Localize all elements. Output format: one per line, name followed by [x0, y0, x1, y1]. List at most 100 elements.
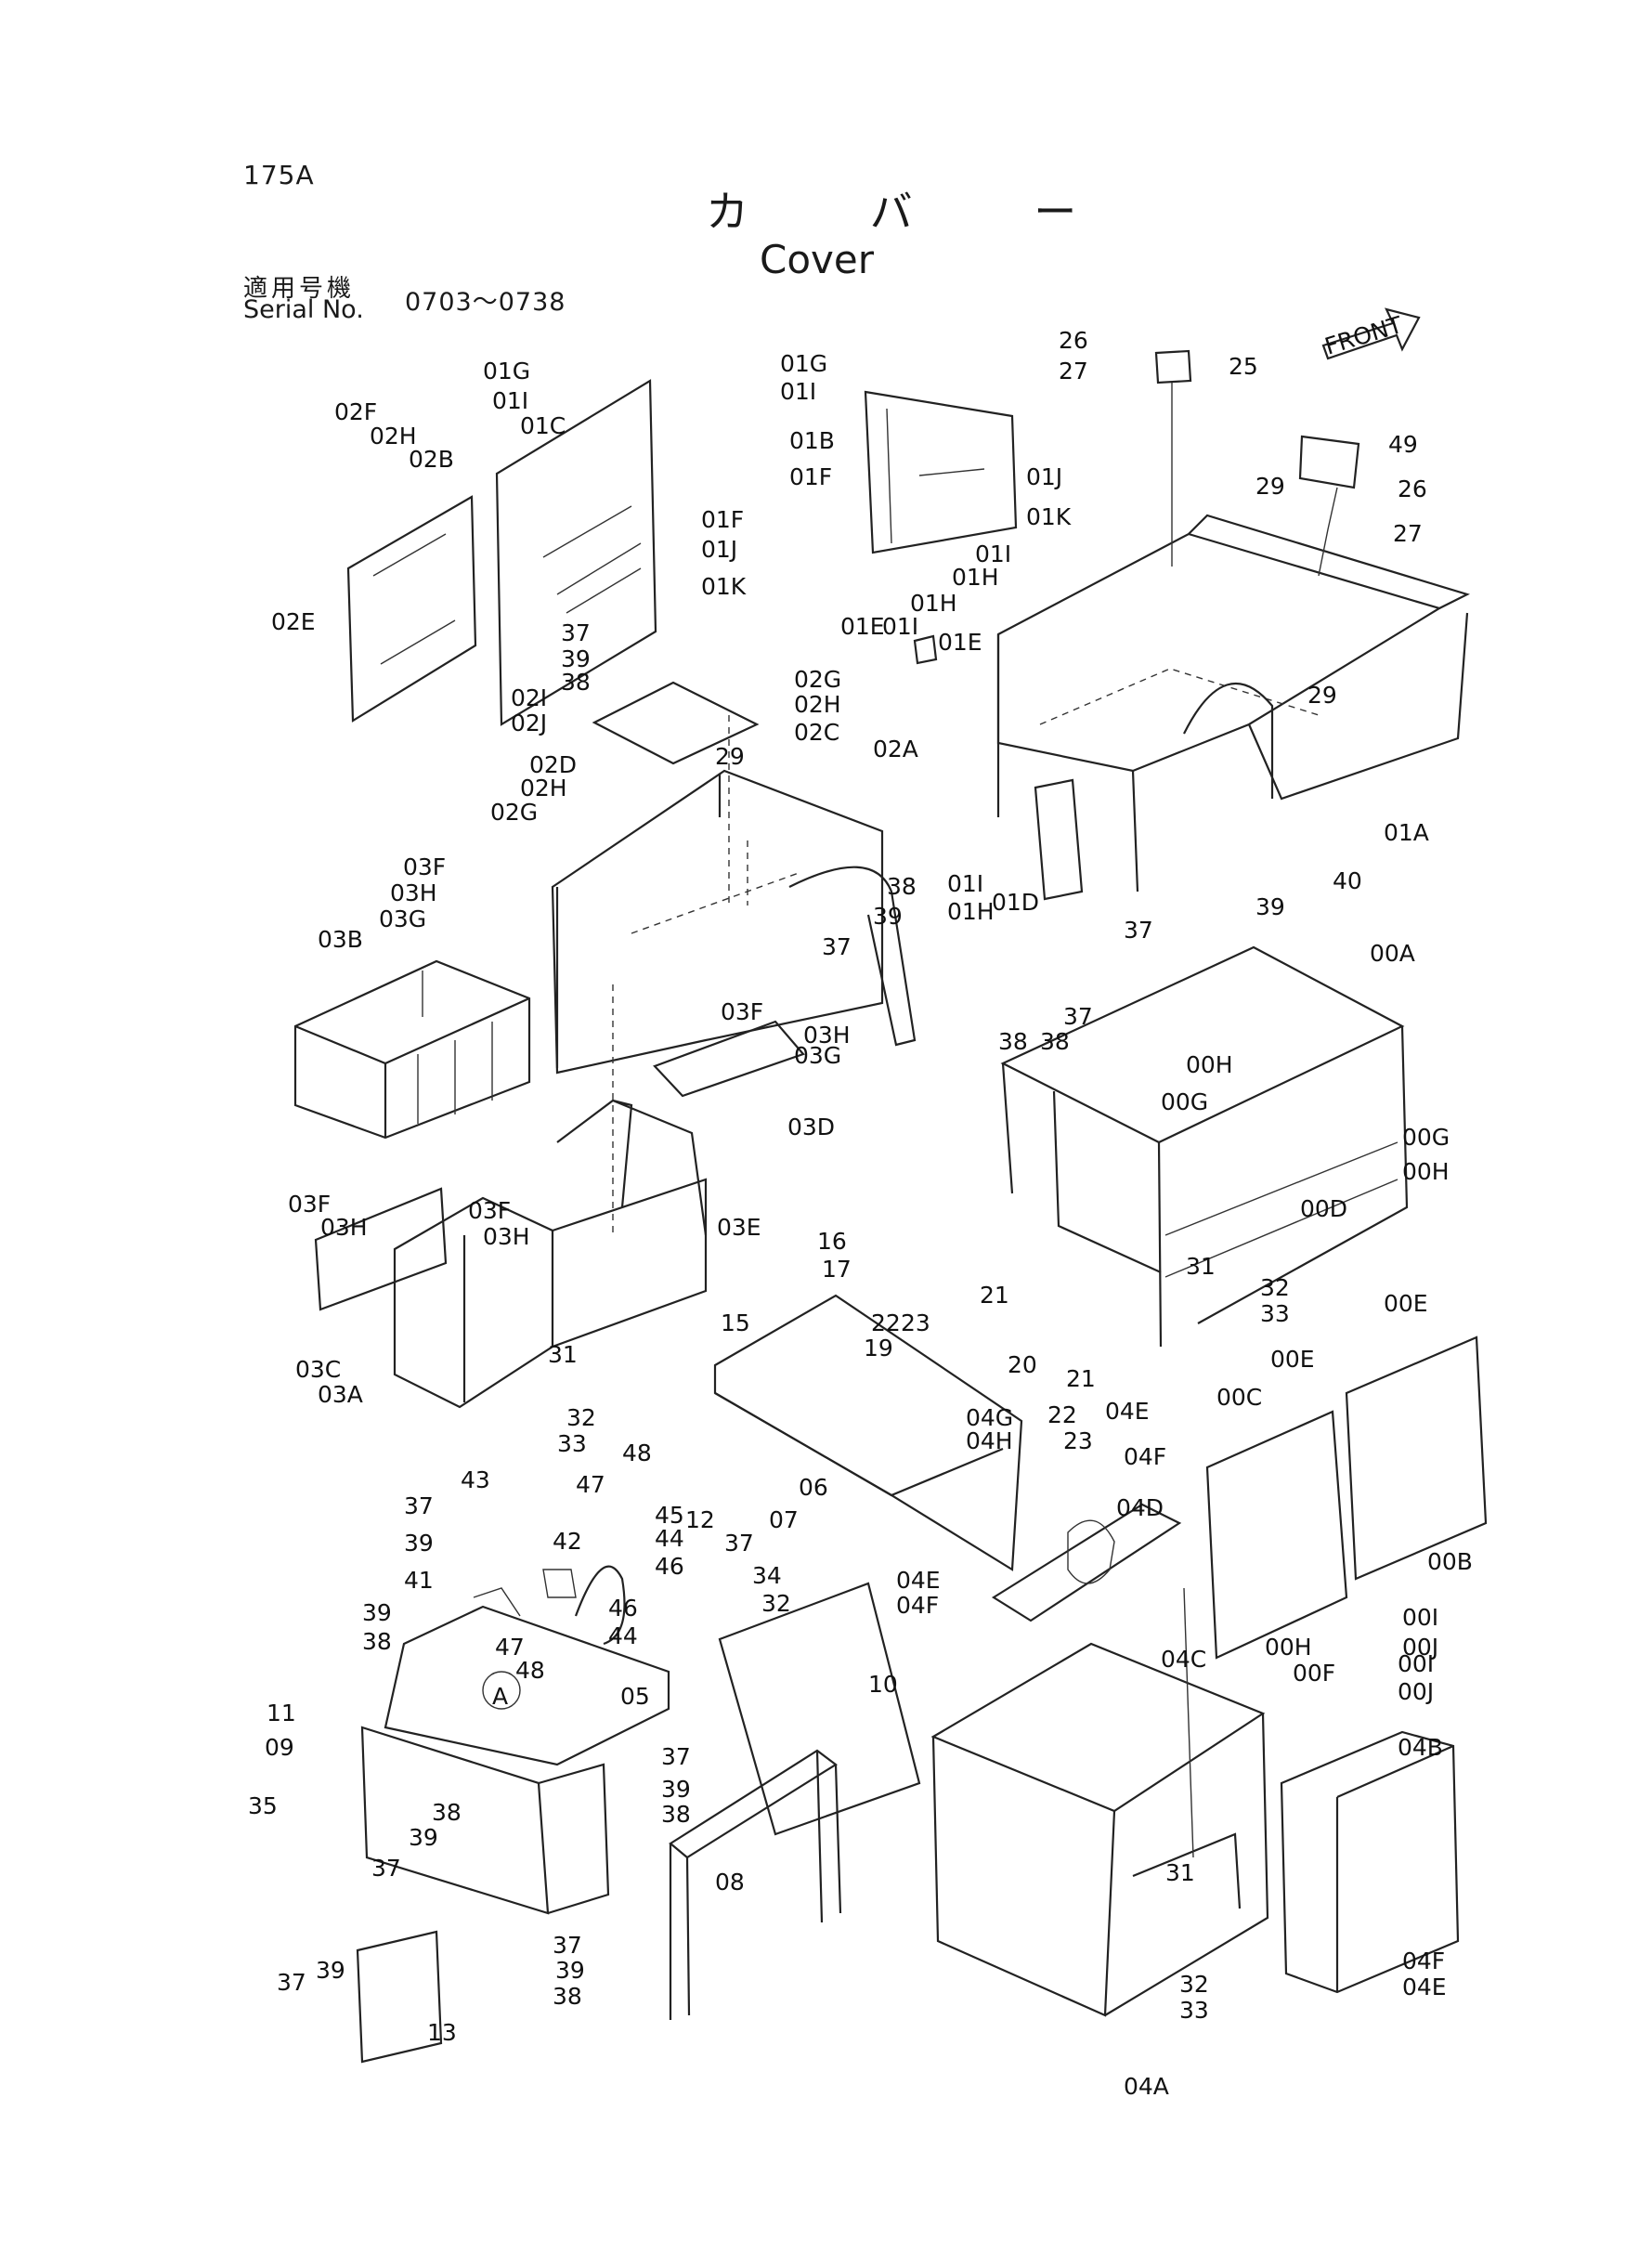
part-label-9: 02E [271, 608, 316, 635]
front-label: FRONT [1321, 311, 1406, 360]
part-label-131: 00J [1398, 1678, 1434, 1705]
part-label-62: 40 [1333, 867, 1362, 894]
title-english: Cover [760, 237, 874, 282]
part-label-155: 33 [1179, 1997, 1209, 2024]
part-label-55: 03H [803, 1022, 851, 1049]
part-label-119: 39 [362, 1599, 392, 1626]
part-label-57: 03D [787, 1114, 835, 1140]
part-label-85: 22 [871, 1309, 901, 1336]
part-label-121: 47 [495, 1634, 525, 1661]
part-outlines: FRONT [293, 307, 1488, 2064]
part-label-112: 46 [608, 1595, 638, 1622]
part-label-50: 03F [403, 853, 446, 880]
callout-a-label: A [492, 1683, 508, 1710]
part-label-109: 39 [404, 1530, 434, 1557]
part-label-59: 39 [1255, 893, 1285, 920]
part-label-56: 03G [794, 1042, 841, 1069]
part-label-52: 03G [379, 905, 426, 932]
part-label-64: 38 [998, 1028, 1028, 1055]
part-label-115: 07 [769, 1506, 799, 1533]
part-label-51: 03H [390, 879, 437, 906]
part-label-153: 13 [427, 2019, 457, 2046]
part-label-67: 00G [1402, 1124, 1450, 1151]
serial-label-english: Serial No. [243, 295, 364, 324]
part-label-34: 26 [1398, 476, 1427, 502]
part-label-107: 42 [553, 1528, 582, 1555]
part-label-157: 04E [1402, 1974, 1447, 2000]
part-label-139: 39 [661, 1776, 691, 1803]
part-label-15: 02G [794, 666, 841, 693]
part-label-21: 01F [789, 463, 832, 490]
part-label-41: 02G [490, 799, 538, 826]
part-label-105: 45 [655, 1502, 684, 1529]
part-label-53: 03B [318, 926, 363, 953]
part-label-76: 03C [295, 1356, 341, 1383]
part-label-30: 26 [1059, 327, 1088, 354]
part-label-95: 04F [1124, 1443, 1166, 1470]
part-label-134: 00F [1293, 1660, 1335, 1687]
part-label-137: 09 [265, 1734, 294, 1761]
part-label-47: 01D [992, 889, 1039, 916]
part-label-23: 01K [1026, 503, 1072, 530]
part-label-24: 01I [975, 541, 1011, 567]
part-label-129: 00J [1402, 1634, 1438, 1661]
part-label-39: 02D [529, 751, 577, 778]
part-label-25: 01H [952, 564, 999, 591]
part-label-61: 38 [1040, 1028, 1070, 1055]
part-label-88: 20 [1008, 1351, 1037, 1378]
serial-range: 0703～0738 [405, 288, 566, 317]
part-label-150: 38 [553, 1983, 582, 2010]
part-label-18: 01G [780, 350, 827, 377]
part-label-65: 00H [1186, 1051, 1233, 1078]
part-label-87: 19 [864, 1335, 893, 1362]
part-label-71: 03F [288, 1191, 331, 1218]
part-label-124: 04E [896, 1567, 941, 1594]
part-label-108: 44 [655, 1525, 684, 1552]
part-label-42: 29 [715, 743, 745, 770]
part-label-48: 01I [947, 870, 983, 897]
part-label-113: 12 [685, 1506, 715, 1533]
part-label-60: 37 [1063, 1003, 1093, 1030]
part-label-1: 01I [492, 387, 528, 414]
part-label-26: 01E [938, 629, 982, 656]
part-label-96: 04D [1116, 1494, 1164, 1521]
part-label-0: 01G [483, 358, 530, 384]
part-label-158: 04A [1124, 2073, 1169, 2100]
part-label-101: 00C [1216, 1384, 1262, 1411]
part-label-100: 00E [1270, 1346, 1315, 1373]
part-label-35: 27 [1393, 520, 1423, 547]
part-label-16: 02H [794, 691, 841, 718]
front-arrow-icon: FRONT [1321, 307, 1421, 360]
part-label-6: 01F [701, 506, 744, 533]
part-label-14: 02J [511, 710, 547, 736]
part-label-110: 41 [404, 1567, 434, 1594]
part-label-93: 04H [966, 1427, 1013, 1454]
part-label-86: 23 [901, 1309, 930, 1336]
part-label-8: 01K [701, 573, 747, 600]
part-label-38: 01A [1384, 819, 1429, 846]
part-label-66: 00G [1161, 1088, 1208, 1115]
part-label-69: 00D [1300, 1195, 1347, 1222]
part-label-72: 03H [320, 1214, 368, 1241]
part-label-4: 02H [370, 423, 417, 449]
part-label-37: 29 [1307, 682, 1337, 709]
part-label-104: 47 [576, 1471, 605, 1498]
part-label-106: 37 [404, 1492, 434, 1519]
part-label-116: 37 [724, 1530, 754, 1557]
part-label-22: 01J [1026, 463, 1062, 490]
part-label-147: 04B [1398, 1734, 1443, 1761]
part-label-128: 00I [1402, 1604, 1438, 1631]
part-label-10: 37 [561, 619, 591, 646]
part-label-152: 39 [316, 1957, 345, 1984]
part-label-11: 39 [561, 645, 591, 672]
part-label-70: 31 [1186, 1253, 1216, 1280]
part-label-2: 01C [520, 412, 566, 439]
part-label-28: 01I [882, 613, 918, 640]
part-label-114: 06 [799, 1474, 828, 1501]
part-label-122: 44 [608, 1622, 638, 1649]
part-label-154: 32 [1179, 1971, 1209, 1998]
part-label-68: 00H [1402, 1158, 1450, 1185]
part-label-141: 35 [248, 1792, 278, 1819]
part-label-12: 38 [561, 669, 591, 696]
